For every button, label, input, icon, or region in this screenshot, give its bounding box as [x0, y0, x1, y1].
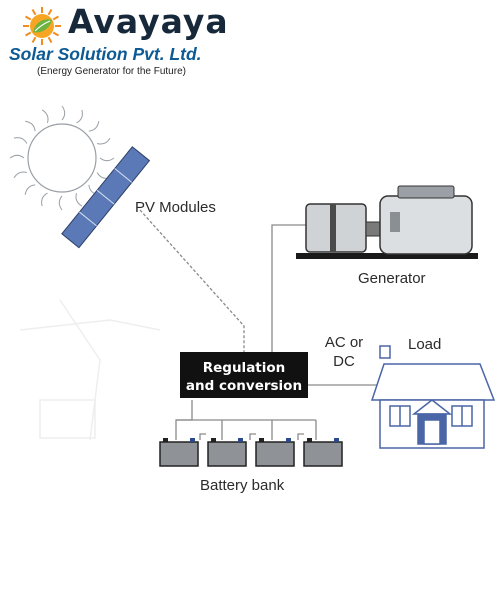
- generator-icon: [296, 185, 478, 259]
- pv-panel-icon: [61, 146, 151, 249]
- generator-label: Generator: [358, 270, 426, 287]
- sun-ray: [96, 137, 111, 145]
- sun-ray: [99, 157, 115, 162]
- sun-icon: [9, 105, 115, 211]
- battery-terminal: [211, 438, 216, 442]
- logo-icon: [23, 7, 61, 45]
- sun-ray: [75, 192, 83, 207]
- brand-subtitle: Solar Solution Pvt. Ltd.: [9, 44, 202, 64]
- battery-icon: [303, 441, 343, 467]
- wiring: [139, 209, 380, 440]
- battery-icon: [207, 441, 247, 467]
- sun-ray: [41, 192, 48, 207]
- battery-terminal: [190, 438, 195, 442]
- battery-bank-label: Battery bank: [200, 477, 285, 494]
- acdc-label-line2: DC: [333, 353, 355, 370]
- sun-ray: [41, 109, 49, 124]
- battery-terminal: [259, 438, 264, 442]
- pv-wire: [139, 209, 245, 352]
- sun-ray: [13, 171, 28, 179]
- generator-wire: [271, 224, 306, 352]
- regulation-block: [180, 352, 308, 398]
- sun-ray: [9, 154, 25, 159]
- battery-icon: [255, 441, 295, 467]
- sun-ray: [61, 105, 66, 121]
- acdc-label-line1: AC or: [325, 334, 363, 351]
- sun-ray: [76, 109, 83, 124]
- load-label: Load: [408, 336, 441, 353]
- battery-bank-icon: [159, 438, 343, 467]
- battery-terminal: [334, 438, 339, 442]
- sun-ray: [88, 121, 100, 132]
- sun-ray: [58, 195, 63, 211]
- sun-ray: [25, 120, 36, 132]
- brand-tagline: (Energy Generator for the Future): [37, 66, 186, 77]
- battery-terminal: [286, 438, 291, 442]
- brand-name: Avayaya: [68, 2, 229, 41]
- regulation-label-line1: Regulation: [203, 360, 286, 376]
- house-icon: [370, 345, 496, 449]
- battery-terminal: [163, 438, 168, 442]
- battery-icon: [159, 441, 199, 467]
- battery-terminal: [238, 438, 243, 442]
- sun-ray: [13, 137, 28, 144]
- pv-modules-label: PV Modules: [135, 199, 216, 216]
- sun-ray: [24, 184, 36, 195]
- battery-terminal: [307, 438, 312, 442]
- background-watermark: [19, 299, 161, 441]
- regulation-label-line2: and conversion: [186, 378, 302, 394]
- header: Avayaya Solar Solution Pvt. Ltd. (Energy…: [0, 0, 500, 80]
